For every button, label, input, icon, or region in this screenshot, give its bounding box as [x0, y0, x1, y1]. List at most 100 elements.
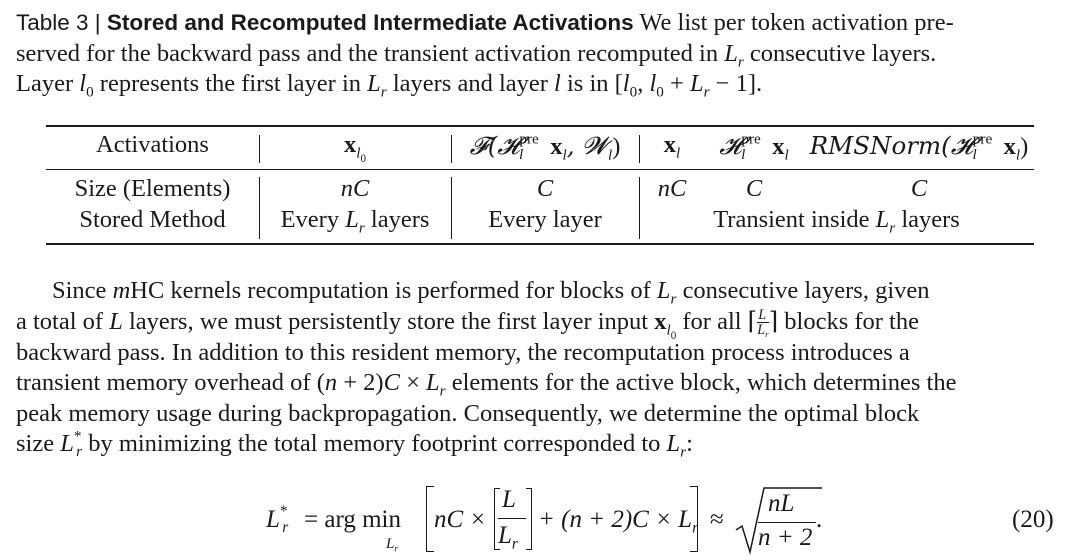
- math-sub: l: [1015, 146, 1021, 164]
- caption-text: is in [: [560, 70, 623, 97]
- table-caption: Table 3 | Stored and Recomputed Intermed…: [16, 8, 1064, 100]
- body-text: HC kernels recomputation is performed fo…: [130, 277, 657, 304]
- body-text: consecutive layers, given: [676, 277, 930, 304]
- math-sub: r: [889, 219, 896, 237]
- row-stored-c3: Transient inside Lr layers: [639, 206, 1034, 237]
- table-vline: [259, 177, 261, 239]
- caption-text: served for the backward pass and the tra…: [16, 39, 725, 67]
- math-var: L: [60, 430, 74, 458]
- row-stored-c1: Every Lr layers: [259, 206, 451, 235]
- cell-text: layers: [364, 206, 430, 233]
- math-var: RMSNorm(𝓗: [809, 131, 973, 160]
- eq-argmin: = arg min: [304, 506, 401, 534]
- table-top-rule: [46, 125, 1034, 127]
- math-var: l: [79, 70, 87, 97]
- table-bottom-rule: [46, 243, 1034, 245]
- cell-text: layers: [895, 206, 960, 233]
- body-text: ×: [399, 369, 427, 397]
- cell-value: C: [536, 175, 554, 202]
- caption-text: represents the first layer in: [93, 70, 368, 97]
- math-var: L: [666, 430, 681, 458]
- math-var: L: [367, 70, 381, 97]
- math-sub: 0: [86, 83, 94, 101]
- math-sup: *: [73, 427, 82, 445]
- cell-text: Every layer: [488, 206, 602, 233]
- math-sub: r: [670, 290, 677, 308]
- table-vline: [451, 177, 453, 239]
- body-paragraph: Since mHC kernels recomputation is perfo…: [16, 276, 1064, 460]
- math-var: L: [345, 206, 359, 233]
- math-sub: r: [680, 443, 687, 461]
- frac-den: L: [757, 322, 766, 339]
- math-sub: l: [519, 146, 524, 164]
- row-stored-label: Stored Method: [46, 206, 259, 234]
- body-text: backward pass. In addition to this resid…: [16, 338, 910, 366]
- math-var: ): [612, 133, 621, 160]
- math-sup: pre: [972, 130, 993, 148]
- table-vline: [639, 135, 641, 163]
- cell-text: Transient inside: [713, 206, 876, 233]
- math-var: L: [426, 369, 440, 397]
- eq-frac-num: L: [502, 486, 516, 514]
- math-var: m: [112, 277, 131, 304]
- header-x-l: xl: [639, 131, 705, 162]
- math-op: .: [816, 506, 823, 533]
- table-vline: [451, 135, 453, 163]
- body-text: size: [16, 430, 61, 458]
- math-var: x: [654, 307, 667, 335]
- body-text: elements for the active block, which det…: [445, 369, 957, 397]
- row-size-c1: nC: [259, 175, 451, 203]
- math-op: = arg min: [304, 506, 401, 533]
- frac-num: L: [502, 486, 516, 513]
- eq-lhs: L*r: [266, 504, 288, 536]
- body-text: for all ⌈: [676, 307, 758, 335]
- row-size-label: Size (Elements): [46, 175, 259, 203]
- math-var: x: [772, 133, 785, 160]
- math-sub: r: [511, 535, 518, 553]
- math-sub: l: [356, 144, 361, 162]
- math-var: l: [622, 70, 630, 97]
- math-var: L: [266, 506, 280, 533]
- caption-text: consecutive layers.: [743, 39, 937, 67]
- math-sup: pre: [519, 130, 539, 148]
- math-var: 𝓕(𝓗: [469, 131, 520, 160]
- math-sub: l: [741, 146, 746, 164]
- math-var: n: [324, 369, 338, 397]
- row-size-c4: C: [706, 175, 802, 203]
- body-text: layers, we must persistently store the f…: [122, 307, 655, 335]
- math-var: C: [383, 369, 400, 397]
- caption-text: We list per token activation pre-: [633, 9, 954, 36]
- math-var: L: [689, 70, 704, 97]
- math-sub: l: [784, 146, 789, 164]
- math-var: L: [656, 277, 671, 304]
- math-term: nC ×: [434, 506, 487, 533]
- eq-number: (20): [1012, 506, 1054, 533]
- caption-title: Stored and Recomputed Intermediate Activ…: [106, 10, 634, 35]
- math-var: L: [875, 206, 890, 233]
- row-size-c5: C: [804, 175, 1034, 203]
- eq-ceil-right: [526, 488, 532, 550]
- math-var: L: [109, 307, 123, 335]
- body-text: by minimizing the total memory footprint…: [82, 430, 667, 458]
- cell-text: Every: [280, 206, 346, 233]
- row-label: Stored Method: [79, 206, 226, 233]
- equation-20: L*r = arg min Lr nC × L Lr + (n + 2)C × …: [16, 482, 1064, 558]
- math-var: , 𝓦: [566, 131, 608, 160]
- math-op: ≈: [710, 506, 724, 533]
- body-text: Since: [52, 277, 113, 304]
- math-sub: l: [666, 320, 671, 338]
- math-sub: l: [676, 144, 681, 162]
- caption-text: Layer: [16, 70, 80, 97]
- sqrt-sign-icon: [735, 487, 822, 555]
- frac-den: L: [498, 522, 512, 549]
- eq-left-bracket: [426, 486, 434, 552]
- math-sub: r: [737, 52, 744, 70]
- caption-text: layers and layer: [386, 70, 555, 97]
- math-var: x: [344, 131, 357, 158]
- math-var: L: [386, 536, 395, 552]
- eq-fraction-bar: [498, 518, 526, 520]
- math-var: L: [724, 39, 738, 67]
